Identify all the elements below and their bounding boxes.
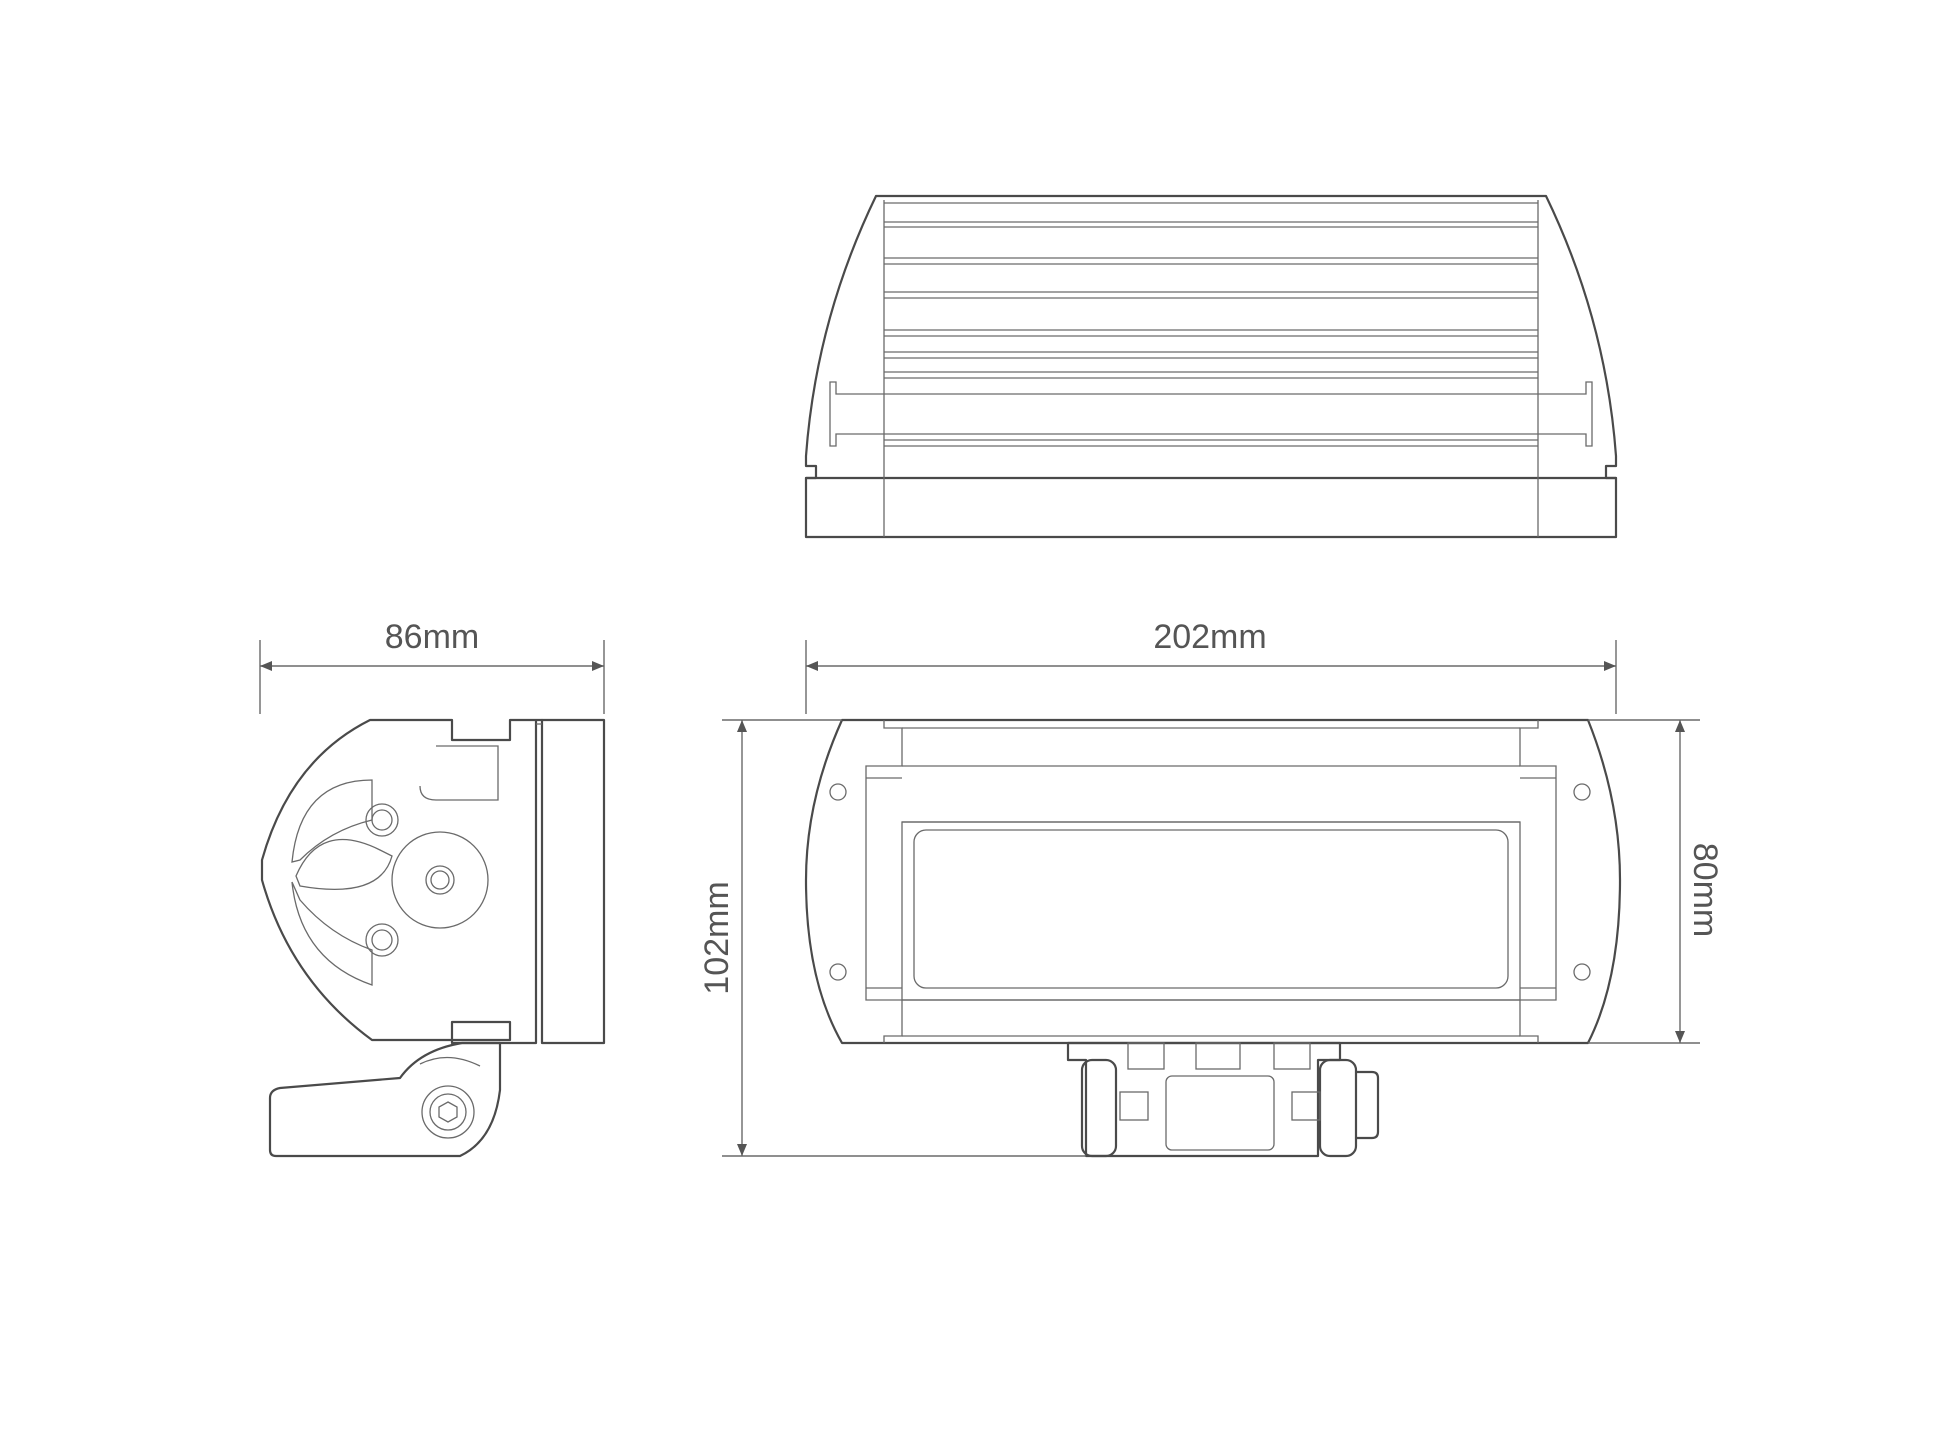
front-view-screw (829, 963, 847, 981)
side-view-body (260, 718, 544, 1045)
top-view (804, 194, 1618, 539)
top-view-fins (884, 202, 1538, 447)
dimension-label-80mm: 80mm (1686, 843, 1724, 937)
top-view-housing (804, 194, 1618, 539)
front-view-screw (1573, 963, 1591, 981)
side-view-lens (540, 718, 606, 1045)
side-view-bolt-lower (365, 923, 399, 957)
dimension-total-height: 102mm (698, 719, 1086, 1157)
front-view (804, 718, 1622, 1158)
dimension-label-86mm: 86mm (385, 618, 479, 656)
side-view-pivot (391, 831, 489, 929)
dimension-front-width: 202mm (805, 618, 1617, 714)
side-view-mount-bracket (268, 1041, 502, 1158)
side-view-recess (291, 779, 373, 863)
front-view-housing (804, 718, 1622, 1045)
side-view-bolt-upper (365, 803, 399, 837)
side-view-mount-bolt (421, 1085, 475, 1139)
dimension-body-height: 80mm (1588, 719, 1724, 1044)
front-view-lens (901, 821, 1521, 1001)
side-view (260, 718, 606, 1158)
front-view-screw (829, 783, 847, 801)
dimension-label-102mm: 102mm (698, 881, 736, 994)
dimension-side-width: 86mm (259, 618, 605, 714)
top-view-bracket (829, 381, 1593, 447)
front-view-screw (1573, 783, 1591, 801)
dimension-label-202mm: 202mm (1153, 618, 1266, 656)
front-view-mount (1066, 1041, 1380, 1158)
